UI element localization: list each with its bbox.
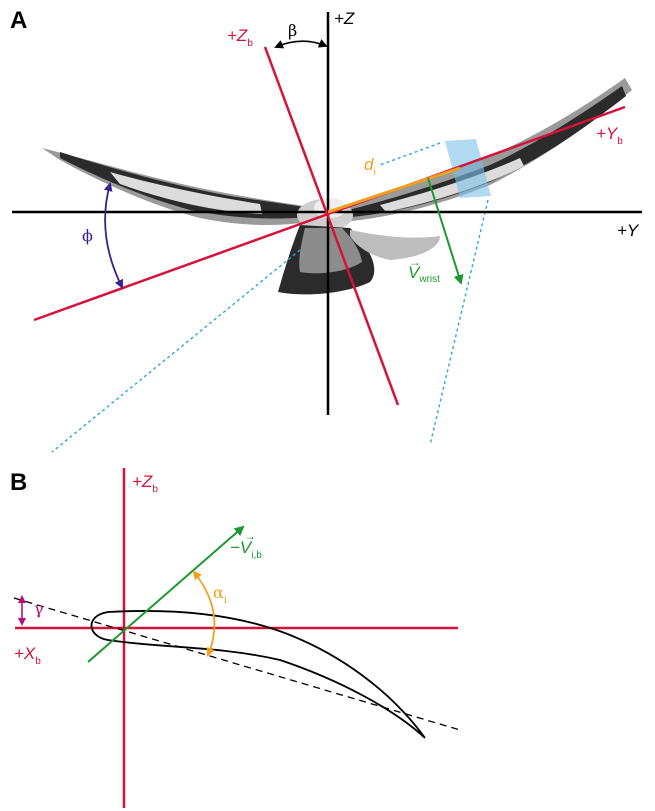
v-label: −Vi,b xyxy=(230,538,262,561)
vwrist-vector-arrow: → xyxy=(409,255,421,269)
di-label: di xyxy=(364,155,376,178)
bird-illustration xyxy=(42,78,632,295)
zb-label-b: +Zb xyxy=(132,472,158,495)
panel-a-label: A xyxy=(10,7,27,34)
yb-axis-line xyxy=(33,105,626,322)
beta-arc xyxy=(274,39,328,49)
alpha-arc xyxy=(192,570,216,657)
panel-b: B +Zb +Xb γ αi → −Vi,b xyxy=(10,468,461,808)
airfoil-profile xyxy=(90,610,426,739)
velocity-arrow xyxy=(87,525,245,663)
alpha-label: αi xyxy=(213,583,227,606)
wing-section-plane xyxy=(445,139,491,198)
v-vector-arrow: → xyxy=(244,529,256,543)
chord-line xyxy=(13,597,461,731)
phi-label: ϕ xyxy=(82,226,93,245)
panel-b-label: B xyxy=(10,469,27,496)
phi-arc xyxy=(103,182,123,289)
xb-label-b: +Xb xyxy=(14,644,41,667)
yb-label: +Yb xyxy=(596,124,623,147)
zb-axis-line xyxy=(263,46,400,406)
projection-lines xyxy=(51,142,489,453)
vwrist-arrow xyxy=(427,177,464,285)
beta-label: β xyxy=(288,21,297,40)
y-axis-label: +Y xyxy=(617,221,640,240)
gamma-label: γ xyxy=(34,599,44,618)
vwrist-label: Vwrist xyxy=(408,263,440,285)
panel-a: A xyxy=(10,7,642,453)
di-segment xyxy=(327,166,461,214)
z-axis-label: +Z xyxy=(334,9,355,28)
zb-label: +Zb xyxy=(227,26,253,49)
